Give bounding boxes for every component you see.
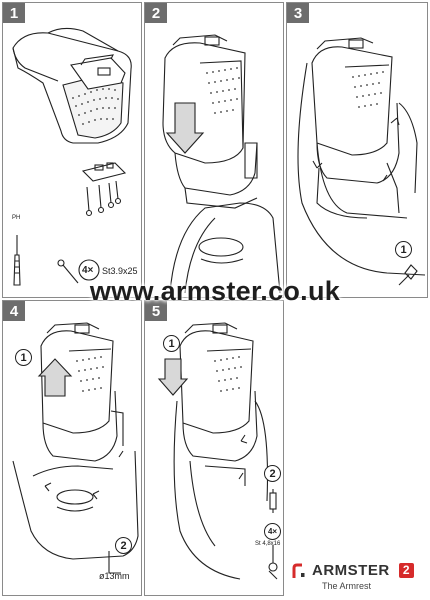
screw-spec: St3.9x25 — [102, 266, 138, 276]
step-2-panel: 2 — [144, 2, 284, 298]
brand-name: ARMSTER — [312, 562, 390, 579]
step-5-qty: 4× — [264, 523, 281, 540]
step-1-illustration — [12, 27, 132, 286]
step-2-illustration — [162, 34, 281, 294]
step-4-panel: 4 1 — [2, 300, 142, 596]
brand-tagline: The Armrest — [322, 581, 372, 591]
step-3-panel: 3 1 — [286, 2, 428, 298]
screwdriver-label: PH — [12, 215, 21, 221]
brand-logo: ARMSTER 2 — [292, 562, 414, 579]
armster-mark-icon — [292, 563, 306, 579]
step-3-illustration — [297, 37, 426, 286]
step-4-number: 4 — [3, 301, 25, 321]
step-5-screw-spec: St 4,8x16 — [255, 541, 281, 547]
step-1-panel: 1 — [2, 2, 142, 298]
step-1-number: 1 — [3, 3, 25, 23]
step-5-illustration — [157, 322, 278, 580]
step-3-number: 3 — [287, 3, 309, 23]
step-4-illustration — [12, 322, 139, 574]
website-url: www.armster.co.uk — [89, 276, 341, 306]
step-3-substep-1: 1 — [395, 241, 412, 258]
step-5-panel: 5 — [144, 300, 284, 596]
step-4-substep-2: 2 — [115, 537, 132, 554]
step-4-substep-1: 1 — [15, 349, 32, 366]
step-5-substep-1: 1 — [163, 335, 180, 352]
brand-badge: 2 — [398, 563, 414, 578]
screw-qty: 4× — [82, 265, 94, 276]
drill-size-label: ø13mm — [99, 571, 130, 581]
step-5-number: 5 — [145, 301, 167, 321]
step-2-number: 2 — [145, 3, 167, 23]
step-5-substep-2: 2 — [264, 465, 281, 482]
